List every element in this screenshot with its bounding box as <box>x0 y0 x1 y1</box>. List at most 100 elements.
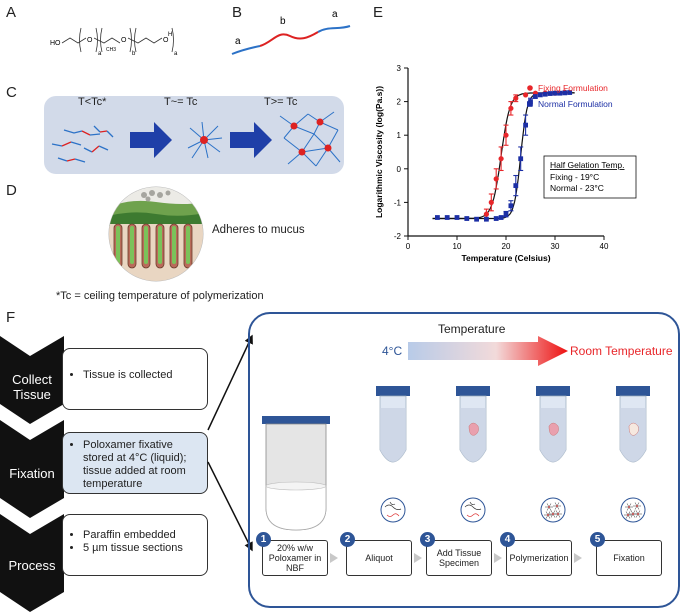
step-box-2: Aliquot <box>346 540 412 576</box>
step-arrow-icon <box>574 553 582 563</box>
polymer-inset <box>460 497 486 523</box>
data-point-normal <box>484 216 489 222</box>
data-point-normal <box>464 216 470 221</box>
stage-label-near-tc: T~= Tc <box>164 96 198 108</box>
step-label: Aliquot <box>365 553 393 563</box>
chevron-label-process: Process <box>8 558 56 573</box>
micelle-network <box>279 111 341 167</box>
stage-label-below-tc: T<Tc* <box>78 96 107 108</box>
block-copolymer-diagram: a b a <box>231 9 351 55</box>
arrow-right-icon <box>130 122 172 158</box>
data-point-fixing <box>523 92 529 98</box>
legend-label: Normal Formulation <box>538 99 613 109</box>
data-point-fixing <box>483 211 489 217</box>
half-gelation-box <box>543 155 637 199</box>
data-point-normal <box>454 215 460 220</box>
chevron-process <box>0 514 64 612</box>
data-point-normal <box>567 90 573 95</box>
y-tick-label: 0 <box>397 165 402 174</box>
block-label-a-left: a <box>235 36 241 47</box>
panel-label-f: F <box>6 309 16 326</box>
panel-label-a: A <box>6 4 17 21</box>
subscript-b: b <box>132 51 136 57</box>
poloxamer-beaker <box>262 416 330 531</box>
fixation-description-box: Poloxamer fixative stored at 4°C (liquid… <box>62 432 208 494</box>
step-label: Fixation <box>613 553 645 563</box>
tube-4 <box>536 386 570 523</box>
y-tick-label: -1 <box>394 198 402 207</box>
methyl-label: CH3 <box>106 47 116 53</box>
peo-block-right <box>317 25 351 33</box>
data-point-normal <box>503 211 509 217</box>
y-tick-label: 3 <box>397 64 402 73</box>
step-arrow-icon <box>330 553 338 563</box>
legend-marker-fixing <box>527 85 533 91</box>
half-gelation-value: Normal - 23°C <box>550 183 604 193</box>
chevron-collect-tissue <box>0 336 64 424</box>
data-point-normal <box>508 203 514 209</box>
data-point-normal <box>518 156 524 162</box>
data-point-normal <box>513 183 519 188</box>
subscript-a2: a <box>174 51 178 57</box>
data-point-fixing <box>513 95 519 101</box>
cold-temperature-label: 4°C <box>382 344 403 358</box>
unimer-chains <box>51 125 114 163</box>
step-label: 20% w/w Poloxamer in NBF <box>268 543 322 573</box>
y-tick-label: 1 <box>397 131 402 140</box>
data-point-fixing <box>493 176 499 182</box>
x-tick-label: 30 <box>551 242 560 251</box>
terminal-h-label: H <box>168 32 172 38</box>
subscript-a1: a <box>98 51 102 57</box>
chevron-label-collect: Collect Tissue <box>12 372 52 402</box>
tube-3 <box>456 386 490 523</box>
step-number-badge: 5 <box>590 532 605 547</box>
step-arrow-icon <box>494 553 502 563</box>
y-tick-label: -2 <box>394 232 402 241</box>
step-label: Polymerization <box>509 553 569 563</box>
step-label: Add Tissue Specimen <box>436 548 482 568</box>
chevron-fixation <box>0 420 64 518</box>
collect-description-box: Tissue is collected <box>62 348 208 410</box>
data-point-normal <box>537 92 543 98</box>
temperature-gradient-arrow <box>408 336 568 366</box>
fixation-description: Poloxamer fixative stored at 4°C (liquid… <box>83 439 199 491</box>
ppo-block <box>259 31 319 47</box>
svg-text:O: O <box>87 37 93 44</box>
x-axis-label: Temperature (Celsius) <box>461 253 550 263</box>
polymer-inset <box>380 497 406 523</box>
tissue-specimen-icon <box>468 422 479 436</box>
peo-block-left <box>231 45 261 55</box>
polymer-inset <box>540 497 566 523</box>
step-arrow-icon <box>414 553 422 563</box>
data-point-normal <box>444 215 450 220</box>
tissue-specimen-icon <box>628 422 639 436</box>
tubes-illustration <box>262 386 650 531</box>
step-box-1: 20% w/w Poloxamer in NBF <box>262 540 328 576</box>
panel-label-c: C <box>6 84 17 101</box>
step-number-badge: 2 <box>340 532 355 547</box>
svg-text:O: O <box>121 37 127 44</box>
x-tick-label: 40 <box>600 242 609 251</box>
block-label-b: b <box>280 16 286 27</box>
x-tick-label: 20 <box>502 242 511 251</box>
svg-text:O: O <box>163 37 169 44</box>
mucus-caption: Adheres to mucus <box>212 224 305 236</box>
y-axis-label: Logarithmic Viscosity (log(Pa.s)) <box>374 86 384 218</box>
arrow-right-icon <box>230 122 272 158</box>
collect-description: Tissue is collected <box>83 369 199 382</box>
process-description-2: 5 µm tissue sections <box>83 542 199 555</box>
data-point-normal <box>435 215 440 220</box>
hydroxyl-label: HO <box>50 40 61 47</box>
step-box-4: Polymerization <box>506 540 572 576</box>
legend-marker-normal <box>527 101 533 107</box>
panel-label-d: D <box>6 182 17 199</box>
single-micelle <box>187 121 223 159</box>
x-tick-label: 0 <box>406 242 411 251</box>
block-label-a-right: a <box>332 9 338 20</box>
data-point-fixing <box>503 132 509 138</box>
stage-label-above-tc: T>= Tc <box>264 96 298 108</box>
step-number-badge: 4 <box>500 532 515 547</box>
data-point-normal <box>547 91 553 96</box>
workflow-chevrons <box>0 336 64 612</box>
